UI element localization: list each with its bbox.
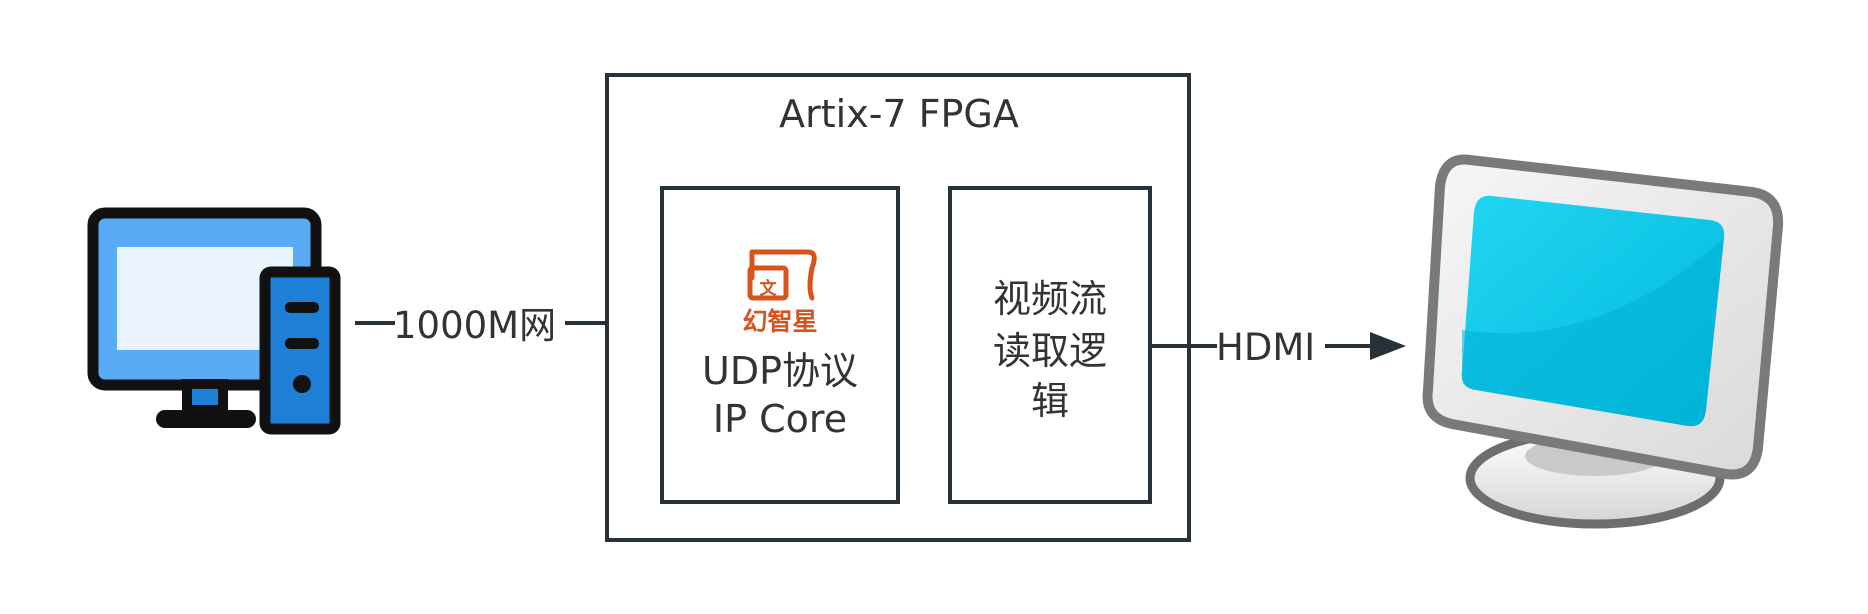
udp-label-line2: IP Core: [713, 397, 847, 441]
hdmi-label: HDMI: [1216, 326, 1315, 369]
logo-icon: 文: [747, 249, 817, 301]
arrowhead: [1370, 332, 1406, 360]
video-label-line3: 辑: [1031, 379, 1069, 423]
fpga-title: Artix-7 FPGA: [779, 92, 1019, 136]
video-label-line2: 读取逻: [993, 329, 1107, 373]
desktop-computer-icon: [87, 207, 341, 435]
logo-text: 幻智星: [742, 307, 817, 336]
hdmi-link: HDMI: [1150, 326, 1406, 369]
video-stream-block: 视频流 读取逻 辑: [948, 186, 1152, 504]
ethernet-label: 1000M网: [393, 304, 556, 347]
video-label-line1: 视频流: [993, 277, 1107, 321]
udp-label-line1: UDP协议: [702, 349, 858, 393]
svg-text:文: 文: [760, 278, 778, 299]
udp-ip-core-block: 文 幻智星 UDP协议 IP Core: [660, 186, 900, 504]
crt-monitor-icon: [1422, 154, 1784, 529]
